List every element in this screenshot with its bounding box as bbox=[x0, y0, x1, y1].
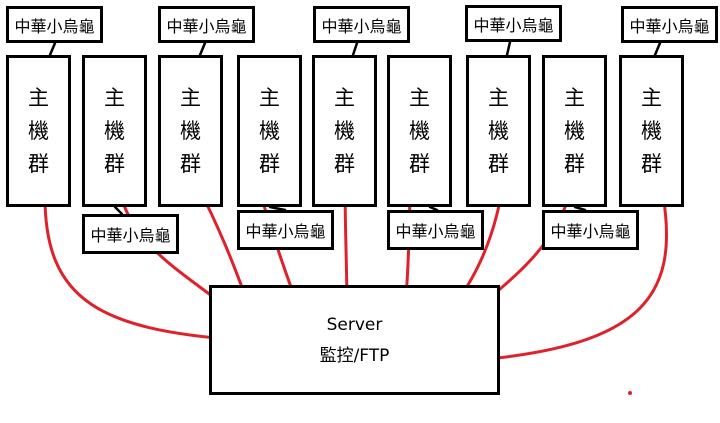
host-char-3: 群 bbox=[334, 151, 355, 176]
server-title: Server bbox=[326, 314, 383, 335]
label-text: 中華小烏龜 bbox=[90, 226, 171, 245]
host-char-3: 群 bbox=[259, 151, 280, 176]
host-char-3: 群 bbox=[180, 151, 201, 176]
label-text: 中華小烏龜 bbox=[395, 222, 476, 241]
top-label-3: 中華小烏龜 bbox=[313, 6, 410, 43]
label-text: 中華小烏龜 bbox=[629, 16, 710, 36]
host-char-2: 機 bbox=[488, 118, 509, 143]
bottom-label-1: 中華小烏龜 bbox=[82, 214, 179, 254]
host-char-1: 主 bbox=[564, 85, 585, 110]
host-char-1: 主 bbox=[409, 85, 430, 110]
host-char-3: 群 bbox=[104, 151, 125, 176]
label-link-line-6 bbox=[113, 205, 124, 216]
label-text: 中華小烏龜 bbox=[166, 16, 247, 36]
top-label-5: 中華小烏龜 bbox=[621, 6, 718, 43]
label-link-line-5 bbox=[653, 41, 662, 57]
red-dot bbox=[628, 391, 632, 395]
label-link-line-1 bbox=[48, 41, 57, 57]
bottom-label-4: 中華小烏龜 bbox=[542, 210, 639, 250]
host-cluster-5: 主機群 bbox=[312, 55, 377, 207]
host-char-1: 主 bbox=[641, 85, 662, 110]
host-char-1: 主 bbox=[180, 85, 201, 110]
top-label-4: 中華小烏龜 bbox=[465, 5, 562, 42]
host-char-2: 機 bbox=[409, 118, 430, 143]
host-char-1: 主 bbox=[104, 85, 125, 110]
label-text: 中華小烏龜 bbox=[245, 222, 326, 241]
host-char-1: 主 bbox=[488, 85, 509, 110]
host-cluster-2: 主機群 bbox=[82, 55, 147, 207]
label-text: 中華小烏龜 bbox=[550, 222, 631, 241]
bottom-label-2: 中華小烏龜 bbox=[237, 210, 334, 250]
host-cluster-9: 主機群 bbox=[619, 55, 684, 207]
server-box: Server 監控/FTP bbox=[209, 285, 500, 395]
host-char-2: 機 bbox=[564, 118, 585, 143]
host-char-2: 機 bbox=[104, 118, 125, 143]
host-char-2: 機 bbox=[180, 118, 201, 143]
label-link-line-8 bbox=[428, 205, 439, 212]
host-char-3: 群 bbox=[28, 151, 49, 176]
host-cluster-1: 主機群 bbox=[6, 55, 71, 207]
top-label-2: 中華小烏龜 bbox=[158, 6, 255, 43]
host-char-1: 主 bbox=[28, 85, 49, 110]
label-link-line-3 bbox=[351, 41, 359, 57]
top-label-1: 中華小烏龜 bbox=[6, 6, 103, 43]
host-char-3: 群 bbox=[488, 151, 509, 176]
host-char-3: 群 bbox=[409, 151, 430, 176]
host-char-2: 機 bbox=[259, 118, 280, 143]
label-link-line-7 bbox=[268, 205, 287, 212]
server-subtitle: 監控/FTP bbox=[319, 345, 390, 366]
host-cluster-6: 主機群 bbox=[387, 55, 452, 207]
bottom-label-3: 中華小烏龜 bbox=[387, 210, 484, 250]
host-cluster-8: 主機群 bbox=[542, 55, 607, 207]
label-text: 中華小烏龜 bbox=[321, 16, 402, 36]
server-connection-9 bbox=[450, 193, 668, 364]
server-connection-1 bbox=[43, 195, 242, 342]
host-cluster-7: 主機群 bbox=[466, 55, 531, 207]
host-cluster-4: 主機群 bbox=[237, 55, 302, 207]
host-cluster-3: 主機群 bbox=[158, 55, 223, 207]
label-text: 中華小烏龜 bbox=[473, 15, 554, 35]
label-text: 中華小烏龜 bbox=[14, 16, 95, 36]
host-char-2: 機 bbox=[28, 118, 49, 143]
host-char-2: 機 bbox=[641, 118, 662, 143]
label-link-line-4 bbox=[505, 40, 512, 57]
host-char-3: 群 bbox=[641, 151, 662, 176]
host-char-1: 主 bbox=[259, 85, 280, 110]
label-link-line-9 bbox=[573, 205, 587, 212]
host-char-1: 主 bbox=[334, 85, 355, 110]
host-char-3: 群 bbox=[564, 151, 585, 176]
host-char-2: 機 bbox=[334, 118, 355, 143]
label-link-line-2 bbox=[198, 41, 207, 57]
